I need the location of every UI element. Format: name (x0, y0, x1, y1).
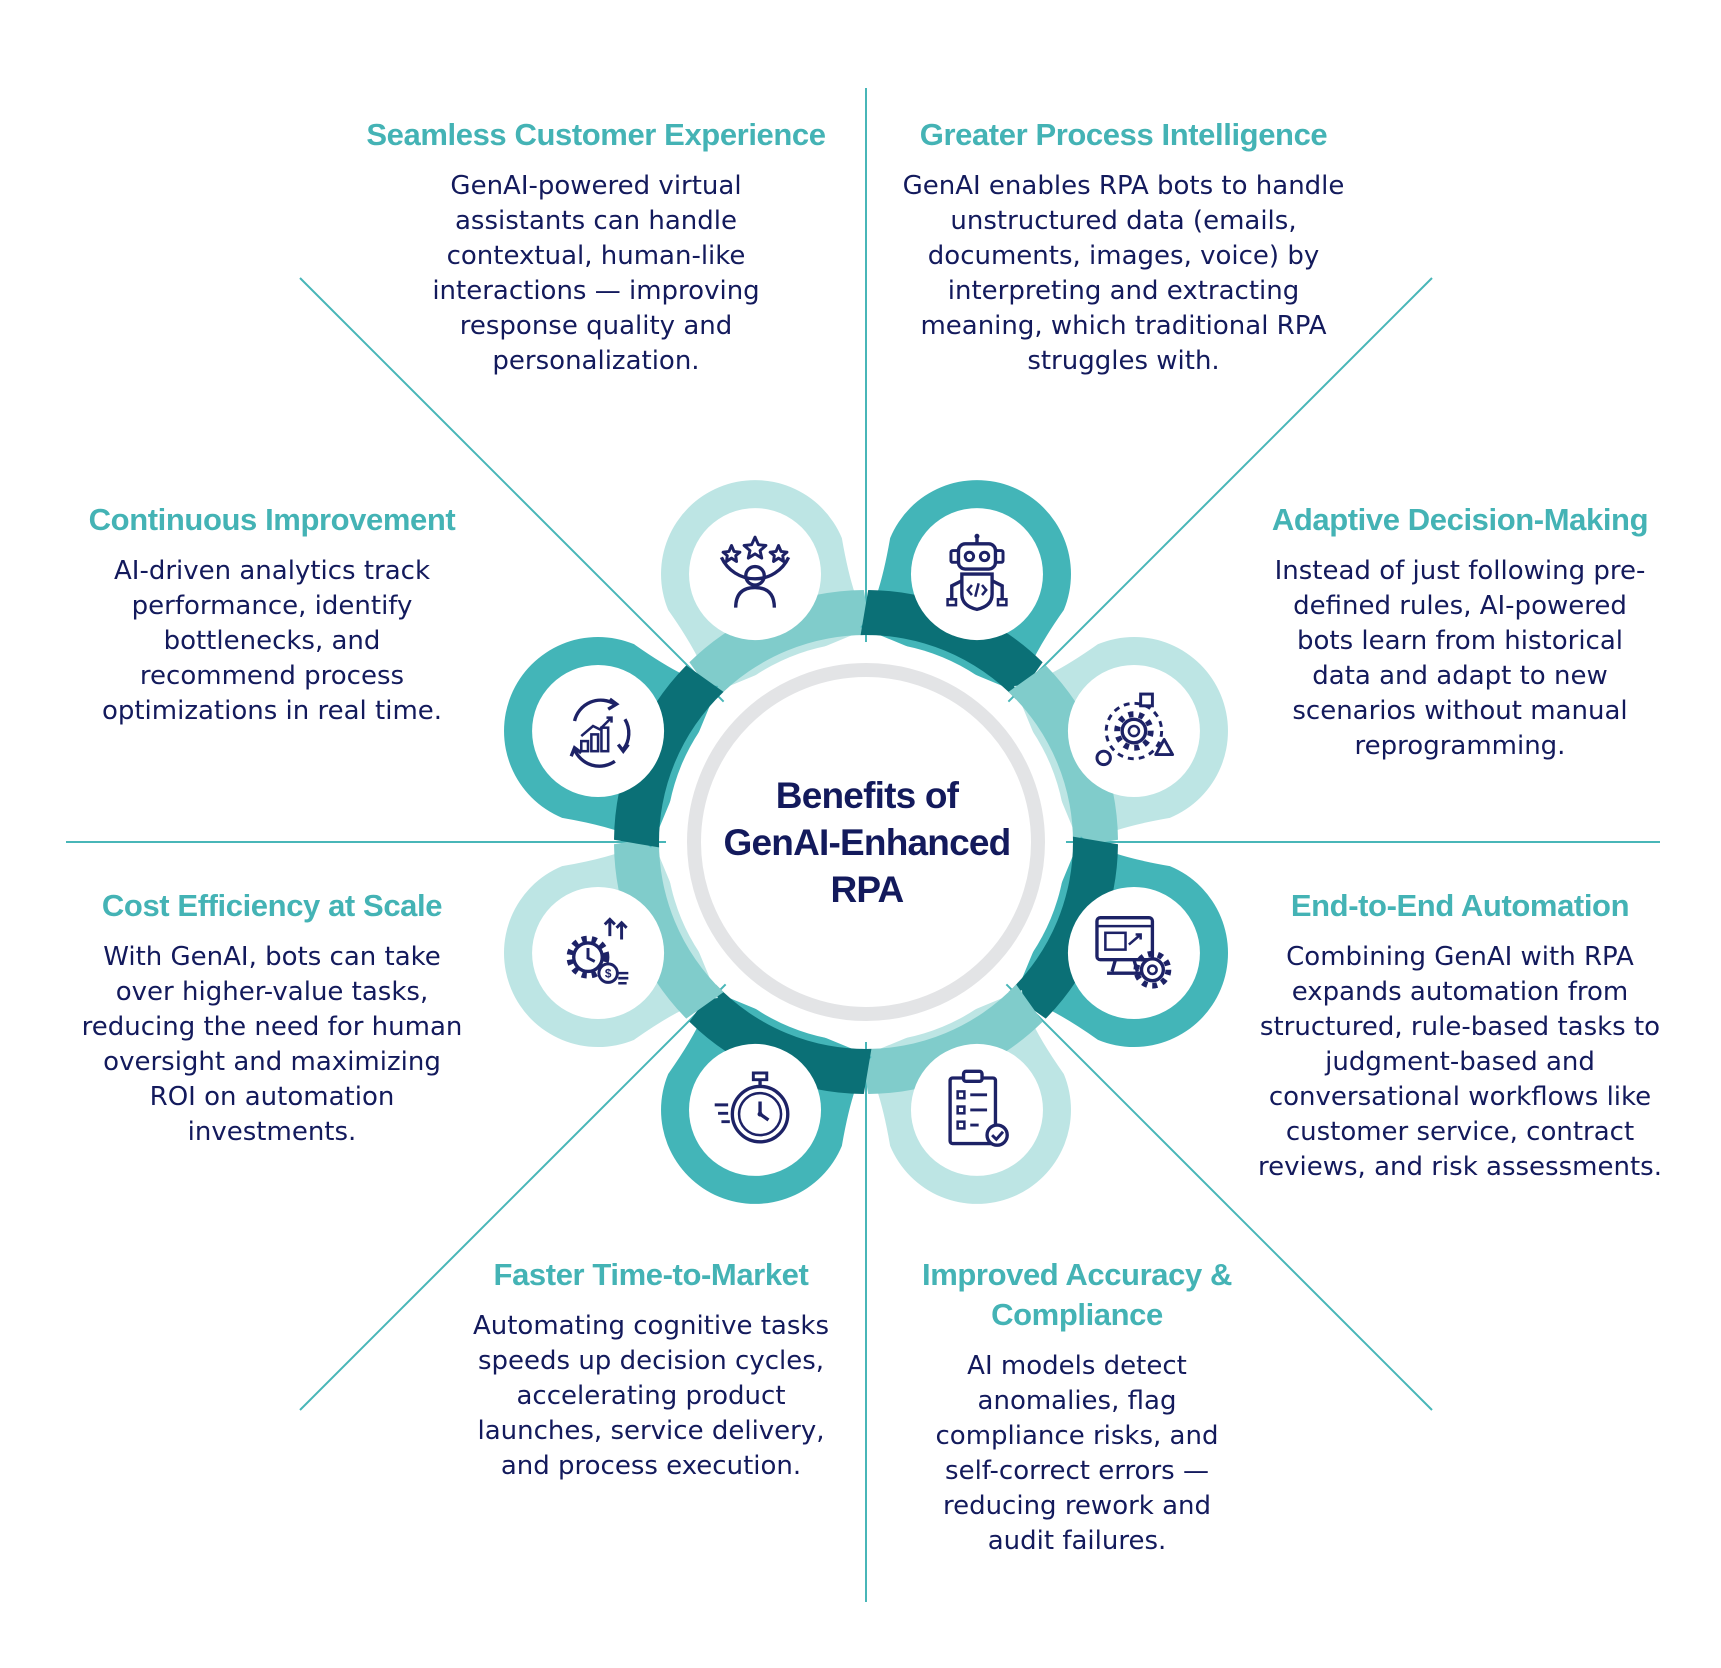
petals: $ (503, 480, 1229, 1204)
petal-7: $ (503, 836, 724, 1048)
svg-text:$: $ (605, 967, 612, 980)
petal-band (1008, 665, 1118, 848)
benefit-end-to-end-automation: End-to-End Automation Combining GenAI wi… (1244, 886, 1676, 1185)
icon-disc (1067, 886, 1200, 1019)
hub-ring (687, 663, 1045, 1021)
benefit-greater-process-intelligence: Greater Process Intelligence GenAI enabl… (866, 115, 1381, 379)
petal-6 (661, 984, 872, 1204)
petal-band (614, 836, 724, 1019)
benefit-title: Faster Time-to-Market (493, 1257, 809, 1292)
petal-band (689, 590, 872, 700)
benefit-description: Combining GenAI with RPA expands automat… (1258, 942, 1662, 1182)
benefit-cost-efficiency-at-scale: Cost Efficiency at Scale With GenAI, bot… (62, 886, 482, 1150)
benefit-title: Seamless Customer Experience (366, 117, 826, 152)
benefit-description: Instead of just following pre-defined ru… (1274, 556, 1646, 761)
petal-3 (1008, 637, 1228, 848)
petal-band (860, 590, 1043, 700)
benefit-title: Continuous Improvement (88, 502, 456, 537)
petal-5 (860, 984, 1071, 1204)
center-hub (666, 642, 1066, 1042)
petal-band (614, 665, 724, 848)
petal-4 (1008, 836, 1229, 1048)
center-title: Benefits of GenAI-Enhanced RPA (717, 762, 1017, 922)
center-title-line-3: RPA (830, 868, 905, 910)
benefit-description: With GenAI, bots can take over higher-va… (81, 942, 463, 1147)
benefit-improved-accuracy-compliance: Improved Accuracy & Compliance AI models… (902, 1255, 1252, 1559)
icon-disc (1067, 665, 1200, 798)
cost-efficiency-icon: $ (566, 917, 629, 985)
benefit-adaptive-decision-making: Adaptive Decision-Making Instead of just… (1246, 500, 1674, 764)
petal-8 (504, 637, 724, 848)
petal-band (1008, 836, 1118, 1019)
clipboard-check-icon (948, 1069, 1009, 1147)
petal-2 (860, 480, 1071, 700)
benefit-title: Adaptive Decision-Making (1271, 502, 1649, 537)
center-title-line-2: GenAI-Enhanced (723, 821, 1012, 863)
customer-rating-icon (719, 535, 791, 608)
petal-band (689, 984, 872, 1094)
petal-1 (661, 480, 872, 700)
stopwatch-icon (714, 1071, 790, 1144)
icon-disc (689, 1043, 822, 1176)
benefit-title: Improved Accuracy & Compliance (922, 1257, 1232, 1332)
petal-band (860, 984, 1043, 1094)
center-title-line-1: Benefits of (775, 774, 959, 816)
benefit-description: Automating cognitive tasks speeds up dec… (472, 1311, 830, 1481)
benefit-description: GenAI-powered virtual assistants can han… (432, 171, 760, 376)
benefit-title: Greater Process Intelligence (919, 117, 1328, 152)
icon-disc (532, 665, 665, 798)
benefit-title: Cost Efficiency at Scale (101, 888, 443, 923)
benefit-description: GenAI enables RPA bots to handle unstruc… (902, 171, 1345, 376)
benefit-description: AI models detect anomalies, flag complia… (935, 1351, 1219, 1556)
benefit-title: End-to-End Automation (1290, 888, 1630, 923)
icon-disc (689, 508, 822, 641)
robot-icon (946, 533, 1008, 612)
benefit-continuous-improvement: Continuous Improvement AI-driven analyti… (82, 500, 462, 729)
benefit-description: AI-driven analytics track performance, i… (101, 556, 443, 726)
benefit-seamless-customer-experience: Seamless Customer Experience GenAI-power… (336, 115, 856, 379)
growth-cycle-icon (569, 697, 631, 768)
benefit-faster-time-to-market: Faster Time-to-Market Automating cogniti… (451, 1255, 851, 1484)
monitor-gear-icon (1095, 916, 1172, 989)
